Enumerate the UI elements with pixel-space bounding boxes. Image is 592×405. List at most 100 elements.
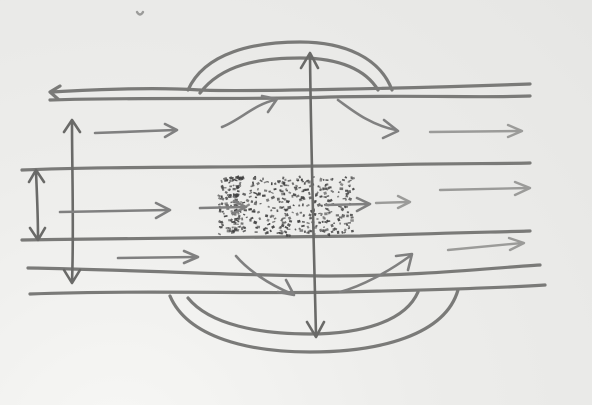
stipple-dot bbox=[258, 192, 261, 195]
stipple-dot bbox=[328, 220, 331, 222]
stipple-dot bbox=[262, 194, 266, 196]
stray-mark bbox=[137, 12, 143, 15]
stipple-dot bbox=[324, 212, 327, 215]
stipple-dot bbox=[221, 202, 224, 205]
stipple-dot bbox=[301, 196, 304, 199]
stipple-dot bbox=[249, 196, 252, 198]
stipple-dot bbox=[241, 227, 243, 230]
stipple-dot bbox=[344, 228, 347, 231]
stipple-dot bbox=[317, 185, 319, 187]
stipple-dot bbox=[289, 220, 292, 223]
middle-lower-line bbox=[22, 231, 530, 240]
stipple-dot bbox=[307, 225, 310, 228]
stipple-dot bbox=[339, 222, 341, 224]
stipple-dot bbox=[294, 228, 296, 230]
stipple-dot bbox=[238, 226, 241, 228]
stipple-dot bbox=[340, 187, 344, 190]
stipple-dot bbox=[348, 197, 352, 201]
stipple-dot bbox=[257, 188, 259, 191]
stipple-dot bbox=[277, 198, 280, 201]
stipple-dot bbox=[219, 209, 221, 212]
stipple-dot bbox=[271, 225, 275, 229]
middle-upper-line bbox=[22, 163, 530, 170]
stipple-dot bbox=[301, 225, 305, 227]
stipple-dot bbox=[241, 217, 243, 220]
stipple-dot bbox=[219, 226, 223, 228]
top-outer-line-left bbox=[52, 89, 200, 92]
stipple-dot bbox=[246, 216, 248, 218]
stipple-dot bbox=[308, 192, 311, 195]
stipple-dot bbox=[325, 208, 329, 210]
stipple-dot bbox=[268, 191, 271, 193]
stipple-dot bbox=[296, 212, 299, 216]
stipple-dot bbox=[287, 206, 291, 210]
stipple-dot bbox=[267, 206, 270, 208]
stipple-dot bbox=[237, 221, 239, 223]
stipple-dot bbox=[346, 215, 349, 218]
stipple-dot bbox=[236, 196, 238, 197]
stipple-dot bbox=[220, 180, 222, 183]
stipple-dot bbox=[240, 222, 243, 225]
stipple-dot bbox=[257, 211, 260, 214]
stipple-dot bbox=[266, 219, 269, 222]
stipple-dot bbox=[228, 182, 230, 184]
stipple-dot bbox=[252, 181, 254, 184]
stipple-dot bbox=[262, 178, 264, 181]
stipple-dot bbox=[224, 215, 228, 217]
stipple-dot bbox=[276, 209, 278, 212]
stipple-dot bbox=[325, 179, 328, 181]
stipple-dot bbox=[232, 184, 234, 186]
stipple-dot bbox=[321, 205, 323, 207]
stipple-dot bbox=[291, 211, 294, 213]
stipple-dot bbox=[221, 223, 224, 226]
left-vertical-double-arrow bbox=[64, 120, 80, 283]
stipple-dot bbox=[218, 203, 221, 205]
stipple-dot bbox=[330, 224, 333, 228]
stipple-dot bbox=[333, 223, 335, 224]
stipple-dot bbox=[244, 209, 247, 211]
stipple-dot bbox=[322, 229, 324, 232]
stipple-dot bbox=[337, 218, 340, 222]
stipple-dot bbox=[255, 197, 257, 199]
stipple-dot bbox=[281, 201, 284, 203]
stipple-dot bbox=[333, 228, 336, 231]
stipple-dot bbox=[225, 179, 228, 182]
stipple-dot bbox=[220, 222, 222, 223]
stipple-dot bbox=[326, 195, 329, 197]
stipple-dot bbox=[347, 190, 351, 194]
stipple-dot bbox=[336, 214, 339, 216]
stipple-dot bbox=[248, 208, 252, 211]
stipple-dot bbox=[227, 194, 230, 196]
stipple-dot bbox=[338, 191, 340, 193]
stipple-dot bbox=[217, 194, 221, 197]
stipple-dot bbox=[253, 192, 257, 195]
stipple-dot bbox=[220, 197, 224, 201]
stipple-dot bbox=[232, 226, 234, 228]
stipple-dot bbox=[235, 179, 238, 181]
stipple-dot bbox=[282, 217, 285, 218]
stipple-dot bbox=[258, 217, 261, 220]
stipple-dot bbox=[274, 217, 277, 219]
small-vertical-double-arrow bbox=[29, 170, 45, 240]
stipple-dot bbox=[279, 189, 281, 191]
stipple-dot bbox=[287, 223, 291, 227]
stipple-dot bbox=[302, 221, 305, 223]
stipple-dot bbox=[271, 182, 273, 185]
stipple-dot bbox=[284, 226, 288, 229]
stipple-dot bbox=[300, 212, 303, 214]
stipple-dot bbox=[243, 214, 245, 216]
stipple-dot bbox=[285, 209, 288, 211]
stipple-dot bbox=[308, 231, 310, 234]
stipple-dot bbox=[322, 187, 324, 190]
stipple-dot bbox=[269, 223, 271, 225]
stipple-dot bbox=[233, 188, 236, 190]
top-outer-line bbox=[200, 84, 530, 91]
stipple-dot bbox=[230, 180, 233, 181]
stipple-dot bbox=[229, 186, 232, 188]
stipple-dot bbox=[257, 226, 261, 229]
stipple-dot bbox=[351, 217, 354, 219]
stipple-dot bbox=[305, 181, 308, 183]
stipple-dot bbox=[298, 175, 301, 178]
